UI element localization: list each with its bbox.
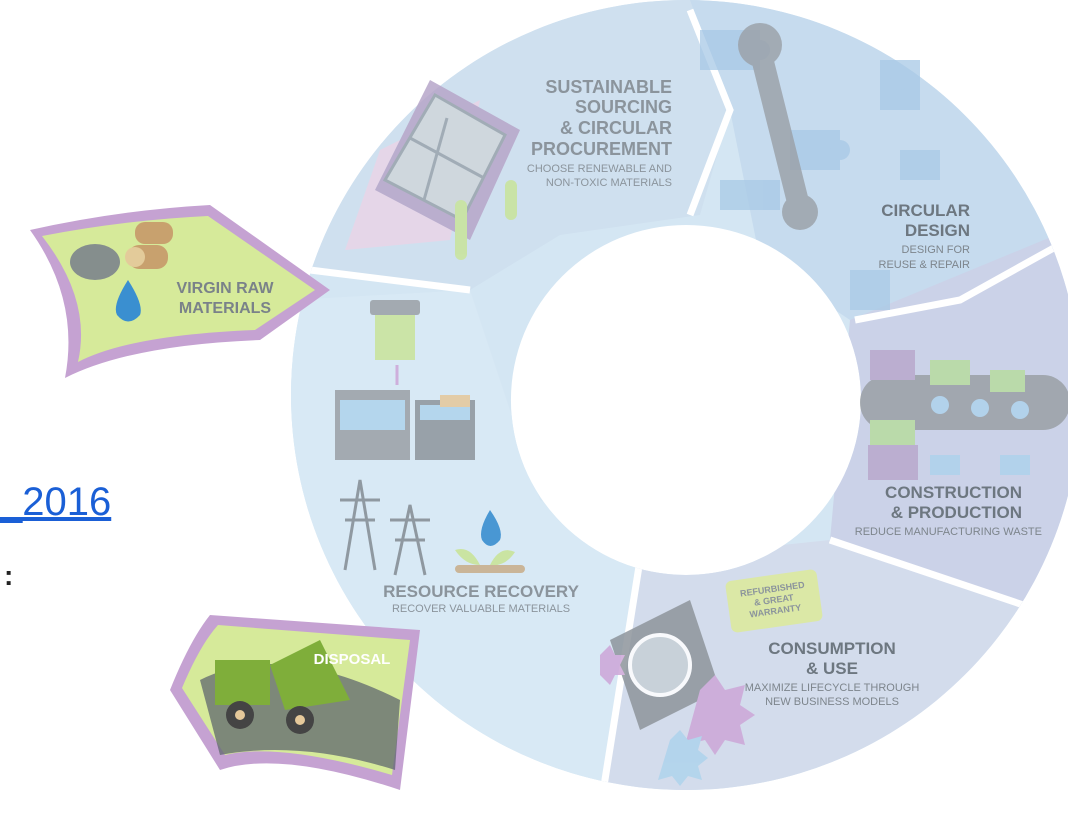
production-subtitle-line-1: REDUCE MANUFACTURING WASTE (855, 526, 1042, 538)
solar-panel-house-icon (345, 80, 520, 260)
recovery-subtitle-line-1: RECOVER VALUABLE MATERIALS (392, 603, 570, 615)
power-tower-icon (340, 479, 430, 576)
sourcing-title-line-2: SOURCING (575, 97, 672, 117)
colon-mark: : (4, 560, 14, 591)
disposal-title: DISPOSAL (314, 651, 391, 668)
sourcing-title-line-1: SUSTAINABLE (545, 77, 672, 97)
virgin-raw-materials-arrow (30, 205, 330, 378)
recycling-facility-icon (335, 300, 475, 460)
sourcing-title-line-3: & CIRCULAR (560, 118, 672, 138)
water-drop-icon (115, 280, 141, 322)
consumption-subtitle-line-1: MAXIMIZE LIFECYCLE THROUGH (745, 682, 920, 694)
raw-materials-line-2: MATERIALS (179, 300, 271, 317)
sourcing-title-line-4: PROCUREMENT (531, 139, 672, 159)
dump-truck-icon (215, 640, 350, 734)
consumption-title: CONSUMPTION & USE (768, 639, 896, 678)
year-link[interactable]: _2016 (0, 480, 112, 524)
recovery-title-line-1: RESOURCE RECOVERY (383, 582, 580, 601)
raw-materials-line-1: VIRGIN RAW (177, 280, 275, 297)
recovery-subtitle: RECOVER VALUABLE MATERIALS (392, 603, 570, 615)
sourcing-title: SUSTAINABLE SOURCING & CIRCULAR PROCUREM… (531, 77, 672, 159)
production-title-line-1: CONSTRUCTION (885, 483, 1022, 502)
logs-icon (70, 222, 173, 280)
production-subtitle: REDUCE MANUFACTURING WASTE (855, 526, 1042, 538)
design-title-line-1: CIRCULAR (881, 201, 970, 220)
refurbished-badge-text: REFURBISHED & GREAT WARRANTY (739, 580, 805, 620)
sourcing-subtitle-line-1: CHOOSE RENEWABLE AND (527, 163, 672, 175)
sourcing-subtitle-line-2: NON-TOXIC MATERIALS (546, 177, 672, 189)
sourcing-subtitle: CHOOSE RENEWABLE AND NON-TOXIC MATERIALS (527, 163, 672, 189)
consumption-title-line-1: CONSUMPTION (768, 639, 896, 658)
consumption-subtitle-line-2: NEW BUSINESS MODELS (765, 696, 899, 708)
water-drop-plant-icon (455, 510, 525, 573)
design-title-line-2: DESIGN (905, 221, 970, 240)
consumption-title-line-2: & USE (806, 659, 858, 678)
recovery-title: RESOURCE RECOVERY (383, 582, 580, 601)
disposal-arrow (170, 615, 420, 790)
design-subtitle-line-1: DESIGN FOR (902, 244, 971, 256)
wrench-icon (738, 23, 818, 230)
conveyor-belt-icon (860, 350, 1068, 480)
production-title: CONSTRUCTION & PRODUCTION (885, 483, 1022, 522)
disposal-line-1: DISPOSAL (314, 651, 391, 668)
consumption-subtitle: MAXIMIZE LIFECYCLE THROUGH NEW BUSINESS … (745, 682, 920, 708)
raw-materials-title: VIRGIN RAW MATERIALS (177, 280, 275, 317)
design-subtitle: DESIGN FOR REUSE & REPAIR (879, 244, 971, 271)
refurbished-badge (725, 569, 823, 633)
washing-machine-icon (600, 600, 755, 786)
design-title: CIRCULAR DESIGN (881, 201, 970, 240)
design-subtitle-line-2: REUSE & REPAIR (879, 259, 971, 271)
production-title-line-2: & PRODUCTION (891, 503, 1022, 522)
